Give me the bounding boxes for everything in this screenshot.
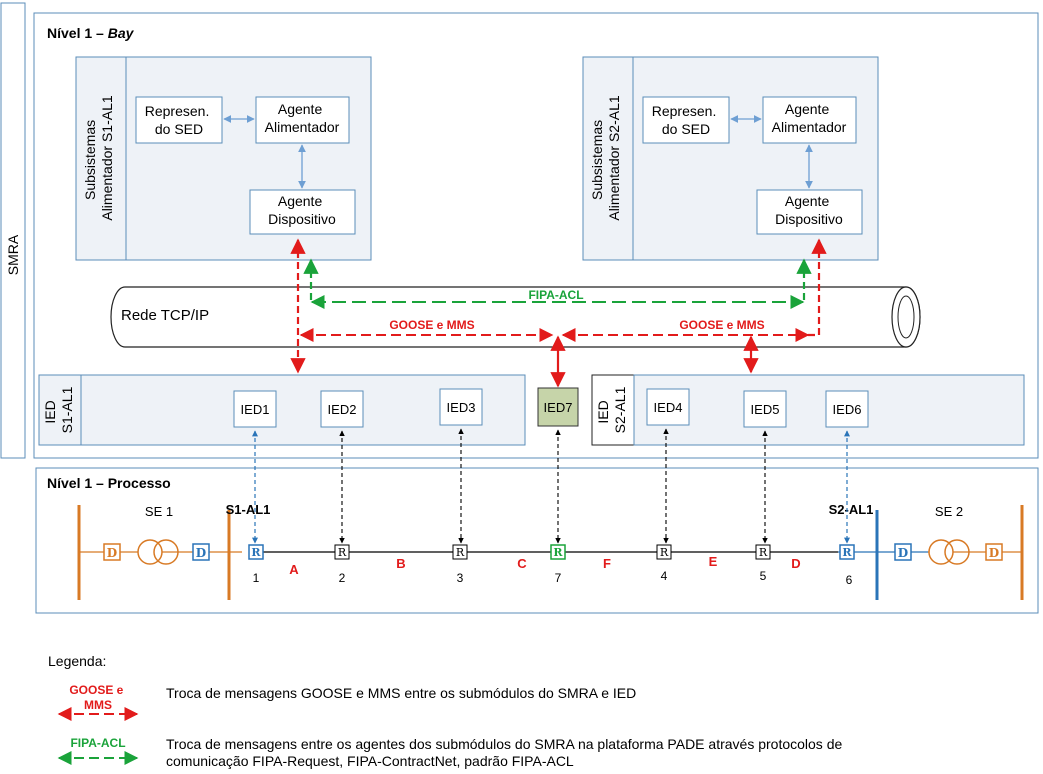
ied-6-label: IED6 — [833, 402, 862, 417]
subsystem-1-agente-alimentador-box[interactable] — [255, 96, 350, 144]
ied-group-1-label: IED S1-AL1 — [42, 386, 75, 433]
network-cylinder — [110, 286, 921, 348]
network-label: Rede TCP/IP — [121, 307, 209, 324]
ied-group-1-side — [38, 374, 82, 446]
segment-e: E — [709, 554, 718, 569]
node-number-2: 2 — [339, 571, 346, 585]
node-number-7: 7 — [555, 571, 562, 585]
segment-b: B — [396, 556, 405, 571]
segment-d: D — [791, 556, 800, 571]
relay-7-symbol: R — [553, 546, 563, 559]
network-cylinder-end — [891, 286, 921, 348]
legend-fipa-text-2: comunicação FIPA-Request, FIPA-ContractN… — [166, 753, 574, 769]
ied-4-label: IED4 — [654, 400, 683, 415]
se1-label: SE 1 — [145, 504, 173, 519]
node-number-4: 4 — [661, 569, 668, 583]
ied-1-box[interactable] — [233, 390, 277, 428]
subsystem-1-represen-box[interactable] — [135, 96, 223, 144]
se2-transformer-b — [944, 539, 970, 565]
process-title: Nível 1 – Processo — [47, 475, 171, 491]
smra-bar — [0, 2, 26, 459]
bay-title: Nível 1 – Bay — [47, 25, 135, 41]
ied-group-2-label: IED S2-AL1 — [595, 386, 628, 433]
relay-4[interactable] — [656, 544, 672, 560]
ied-2-label: IED2 — [328, 402, 357, 417]
subsystem-2-side-label: Subsistemas Alimentador S2-AL1 — [589, 95, 622, 221]
legend-goose-label: GOOSE e MMS — [69, 683, 126, 712]
relay-5-symbol: R — [759, 546, 768, 559]
relay-6[interactable] — [839, 544, 855, 560]
s1-label: S1-AL1 — [226, 502, 271, 517]
se1-device-blue-label: D — [196, 546, 206, 560]
se2-device-blue — [894, 543, 912, 561]
subsystem-2-agente-alimentador-box[interactable] — [762, 96, 857, 144]
relay-1[interactable] — [248, 544, 264, 560]
ied-7-box[interactable] — [537, 387, 579, 427]
ied-5-box[interactable] — [743, 390, 787, 428]
node-number-3: 3 — [457, 571, 464, 585]
fipa-label: FIPA-ACL — [528, 288, 583, 302]
segment-a: A — [289, 562, 299, 577]
subsystem-1-agente-dispositivo-label: Agente Dispositivo — [268, 193, 336, 227]
network-cylinder-end-inner — [897, 295, 915, 339]
se1-transformer-b — [153, 539, 179, 565]
smra-label: SMRA — [5, 234, 21, 275]
node-number-6: 6 — [846, 573, 853, 587]
se2-device-blue-label: D — [898, 546, 908, 560]
ied-1-label: IED1 — [241, 402, 270, 417]
se1-device-orange-label: D — [107, 546, 117, 560]
subsystem-1-side-label: Subsistemas Alimentador S1-AL1 — [82, 95, 115, 221]
subsystem-1-agente-dispositivo-box[interactable] — [249, 189, 356, 235]
segment-c: C — [517, 556, 527, 571]
relay-1-symbol: R — [251, 546, 261, 559]
ied-5-label: IED5 — [751, 402, 780, 417]
s2-label: S2-AL1 — [829, 502, 874, 517]
legend-goose-text: Troca de mensagens GOOSE e MMS entre os … — [166, 685, 636, 701]
relay-3[interactable] — [452, 544, 468, 560]
se2-label: SE 2 — [935, 504, 963, 519]
ied-6-box[interactable] — [825, 390, 869, 428]
ied-2-box[interactable] — [320, 390, 364, 428]
legend-fipa-label: FIPA-ACL — [70, 736, 125, 750]
process-panel — [35, 467, 1039, 614]
relay-6-symbol: R — [842, 546, 852, 559]
subsystem-2-represen-label: Represen. do SED — [652, 103, 720, 137]
se2-device-orange-label: D — [989, 546, 999, 560]
subsystem-2-agente-dispositivo-box[interactable] — [756, 189, 863, 235]
relay-5[interactable] — [755, 544, 771, 560]
relay-7[interactable] — [550, 544, 566, 560]
ied-4-box[interactable] — [646, 388, 690, 426]
relay-3-symbol: R — [456, 546, 465, 559]
goose-label-left: GOOSE e MMS — [389, 318, 474, 332]
relay-2[interactable] — [334, 544, 350, 560]
legend-fipa-text-1: Troca de mensagens entre os agentes dos … — [166, 736, 842, 752]
subsystem-2-represen-box[interactable] — [642, 96, 730, 144]
goose-arrow-right-vertical — [808, 238, 827, 337]
ied-group-2-side — [591, 374, 635, 446]
relay-4-symbol: R — [660, 546, 669, 559]
subsystem-1-agente-alimentador-label: Agente Alimentador — [265, 101, 340, 135]
legend-title: Legenda: — [48, 653, 106, 669]
node-number-1: 1 — [253, 571, 260, 585]
ied-group-1-panel — [80, 374, 526, 446]
relay-2-symbol: R — [338, 546, 347, 559]
subsystem-2-agente-alimentador-label: Agente Alimentador — [772, 101, 847, 135]
ied-3-label: IED3 — [447, 400, 476, 415]
se1-device-orange — [103, 543, 121, 561]
se1-device-blue — [192, 543, 210, 561]
se2-device-orange — [985, 543, 1003, 561]
goose-label-right: GOOSE e MMS — [679, 318, 764, 332]
ied-7-label: IED7 — [544, 400, 573, 415]
subsystem-2-agente-dispositivo-label: Agente Dispositivo — [775, 193, 843, 227]
segment-f: F — [603, 556, 611, 571]
subsystem-1-represen-label: Represen. do SED — [145, 103, 213, 137]
node-number-5: 5 — [760, 569, 767, 583]
subsystem-1-side-box — [75, 56, 127, 261]
ied-3-box[interactable] — [439, 388, 483, 426]
